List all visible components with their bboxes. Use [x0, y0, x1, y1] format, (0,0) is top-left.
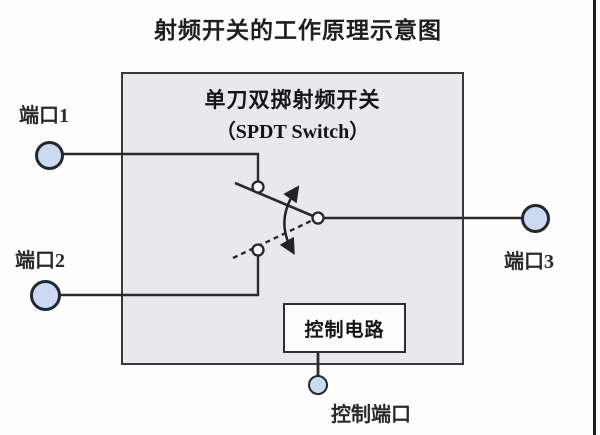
control-circuit-label: 控制电路 [304, 319, 385, 341]
switch-arm-dashed [232, 218, 314, 260]
toggle-arrow-icon [279, 185, 300, 255]
control-port-label: 控制端口 [331, 404, 411, 426]
switch-arm-solid [234, 181, 314, 218]
control-circuit-box: 控制电路 [283, 303, 406, 353]
port1-terminal [35, 141, 64, 170]
control-port-terminal [308, 375, 328, 395]
switch-box-title-en: （SPDT Switch） [215, 121, 370, 143]
throw1-contact [251, 180, 265, 194]
port1-wire [49, 152, 260, 181]
diagram-title: 射频开关的工作原理示意图 [154, 18, 442, 43]
port1-label: 端口1 [19, 105, 69, 127]
port2-terminal [30, 280, 61, 311]
switch-box-title-cn: 单刀双掷射频开关 [204, 88, 381, 112]
port2-label: 端口2 [15, 250, 65, 272]
throw2-contact [251, 243, 265, 257]
pole-contact [311, 211, 325, 225]
page-edge-line [593, 0, 596, 435]
port3-terminal [521, 204, 550, 233]
port2-wire [45, 256, 260, 297]
port3-label: 端口3 [504, 251, 554, 273]
